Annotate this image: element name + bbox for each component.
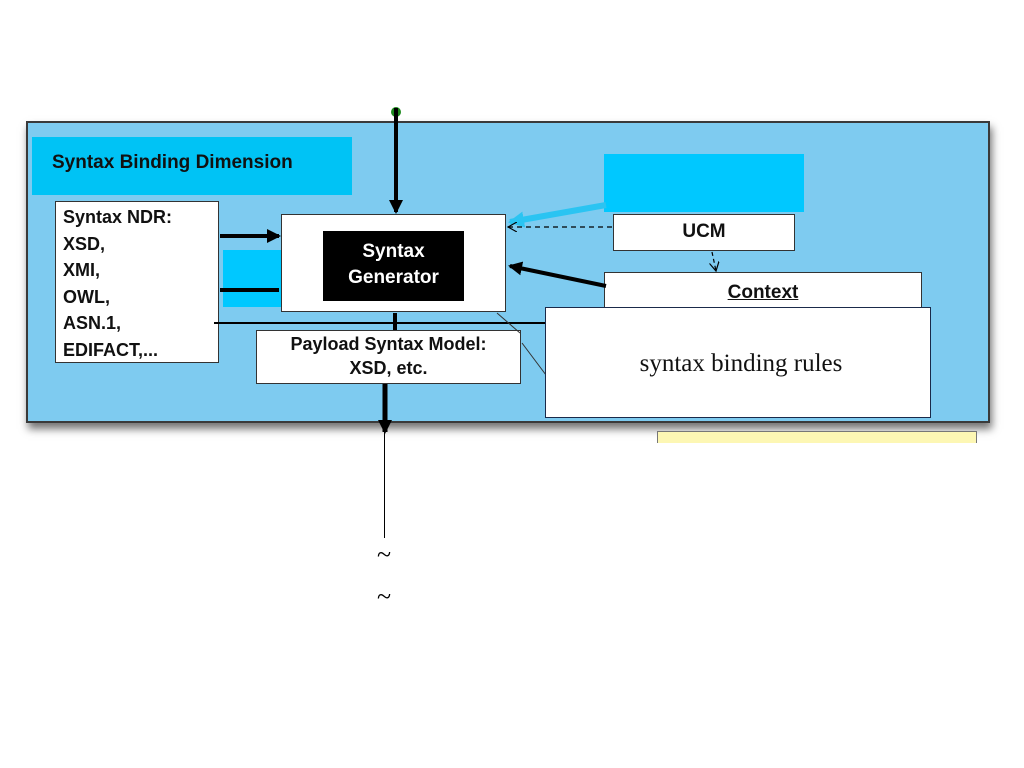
syntax-binding-rules-overlay: syntax binding rules xyxy=(545,307,931,418)
ucm-box: UCM xyxy=(613,214,795,251)
syntax-generator-label: Syntax Generator xyxy=(323,231,464,301)
tilde-mark-1: ~ xyxy=(376,540,392,569)
syntax-generator-text: Syntax Generator xyxy=(348,241,439,288)
panel-title: Syntax Binding Dimension xyxy=(32,137,352,195)
yellow-note xyxy=(657,431,977,443)
left-callout xyxy=(223,250,286,307)
syntax-ndr-box: Syntax NDR: XSD, XMI, OWL, ASN.1, EDIFAC… xyxy=(55,201,219,363)
payload-syntax-model-box: Payload Syntax Model: XSD, etc. xyxy=(256,330,521,384)
output-stub-line xyxy=(384,432,385,538)
top-right-callout xyxy=(604,154,804,212)
context-box: Context xyxy=(604,272,922,312)
tilde-mark-2: ~ xyxy=(376,582,392,611)
top-source-dot xyxy=(391,107,401,117)
